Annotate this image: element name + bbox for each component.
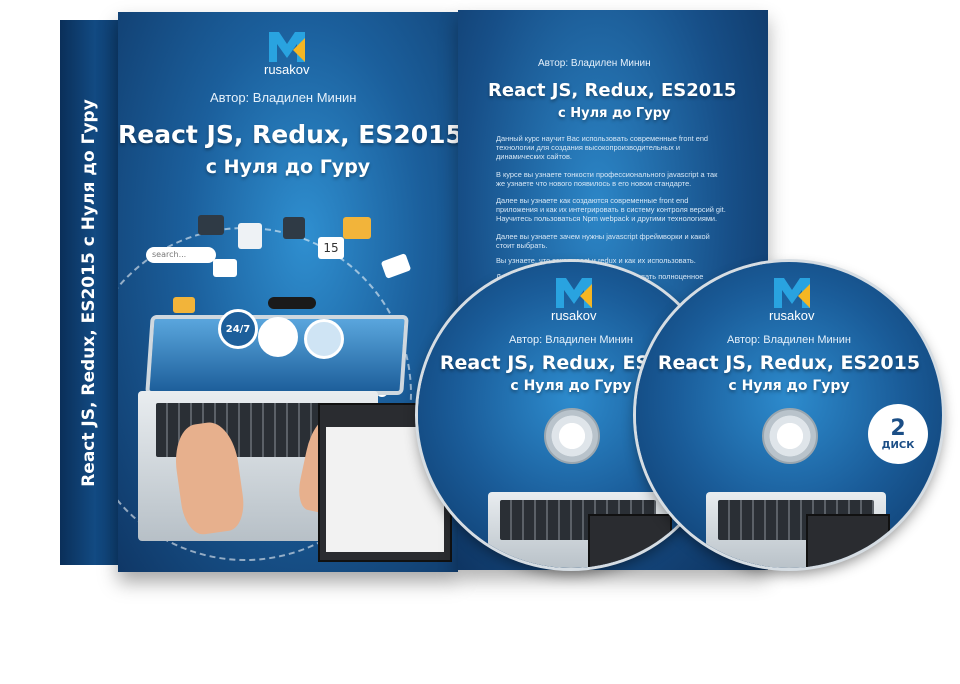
glasses-icon: [268, 297, 316, 309]
disc1-title: React JS, Redux, ES2015: [439, 352, 703, 374]
disc1-tablet: [588, 514, 672, 568]
disc-number: 2: [890, 415, 906, 441]
spine-title: React JS, Redux, ES2015 с Нуля до Гуру: [79, 98, 99, 487]
brand-name: rusakov: [264, 62, 310, 77]
cover-illustration: search... 15 24/7: [118, 197, 458, 572]
id-card-icon: [173, 297, 195, 313]
disc1-subtitle: с Нуля до Гуру: [510, 378, 632, 394]
disc1-author: Автор: Владилен Минин: [509, 334, 633, 346]
disc1-brand-name: rusakov: [551, 308, 597, 323]
logo-m-icon: [773, 278, 810, 308]
disc2-logo: rusakov: [769, 276, 815, 323]
support-badge: 24/7: [218, 309, 258, 349]
disc-2: rusakov Автор: Владилен Минин React JS, …: [636, 262, 942, 568]
back-course-subtitle: с Нуля до Гуру: [558, 106, 671, 121]
shield-icon: [304, 319, 344, 359]
disc2-tablet: [806, 514, 890, 568]
tablet-icon: [283, 217, 305, 239]
course-subtitle: с Нуля до Гуру: [205, 156, 371, 178]
disc2-subtitle: с Нуля до Гуру: [728, 378, 850, 394]
logo-m-icon: [555, 278, 592, 308]
disc1-logo: rusakov: [551, 276, 597, 323]
back-author-label: Автор: Владилен Минин: [538, 58, 651, 69]
course-title: React JS, Redux, ES2015: [118, 120, 458, 149]
briefcase-icon: [198, 215, 224, 235]
back-paragraph: Далее вы узнаете как создаются современн…: [496, 196, 726, 223]
disc-number-badge: 2 ДИСК: [868, 404, 928, 464]
back-course-title: React JS, Redux, ES2015: [488, 80, 737, 101]
back-paragraph: В курсе вы узнаете тонкости профессионал…: [496, 170, 718, 188]
brand-logo: rusakov: [264, 30, 310, 77]
calendar-icon: 15: [318, 237, 344, 259]
box-front-cover: rusakov Автор: Владилен Минин React JS, …: [118, 12, 458, 572]
disc1-center-hole: [544, 408, 600, 464]
disc2-title: React JS, Redux, ES2015: [657, 352, 921, 374]
search-bar-icon: search...: [146, 247, 216, 263]
disc2-author: Автор: Владилен Минин: [727, 334, 851, 346]
back-paragraph: Вы узнаете, что такое react и redux и ка…: [496, 256, 696, 265]
folder-icon: [343, 217, 371, 239]
disc2-center-hole: [762, 408, 818, 464]
disc2-brand-name: rusakov: [769, 308, 815, 323]
author-label: Автор: Владилен Минин: [210, 90, 357, 105]
clock-icon: [258, 317, 298, 357]
disc-1: rusakov Автор: Владилен Минин React JS, …: [418, 262, 724, 568]
disc-label: ДИСК: [881, 439, 915, 451]
box-spine: React JS, Redux, ES2015 с Нуля до Гуру: [60, 20, 118, 565]
paper-plane-icon: [380, 253, 412, 279]
back-paragraph: Данный курс научит Вас использовать совр…: [496, 134, 709, 161]
back-paragraph: Далее вы узнаете зачем нужны javascript …: [496, 232, 710, 250]
envelope-icon: [213, 259, 237, 277]
logo-m-icon: [268, 32, 305, 62]
document-icon: [238, 223, 262, 249]
